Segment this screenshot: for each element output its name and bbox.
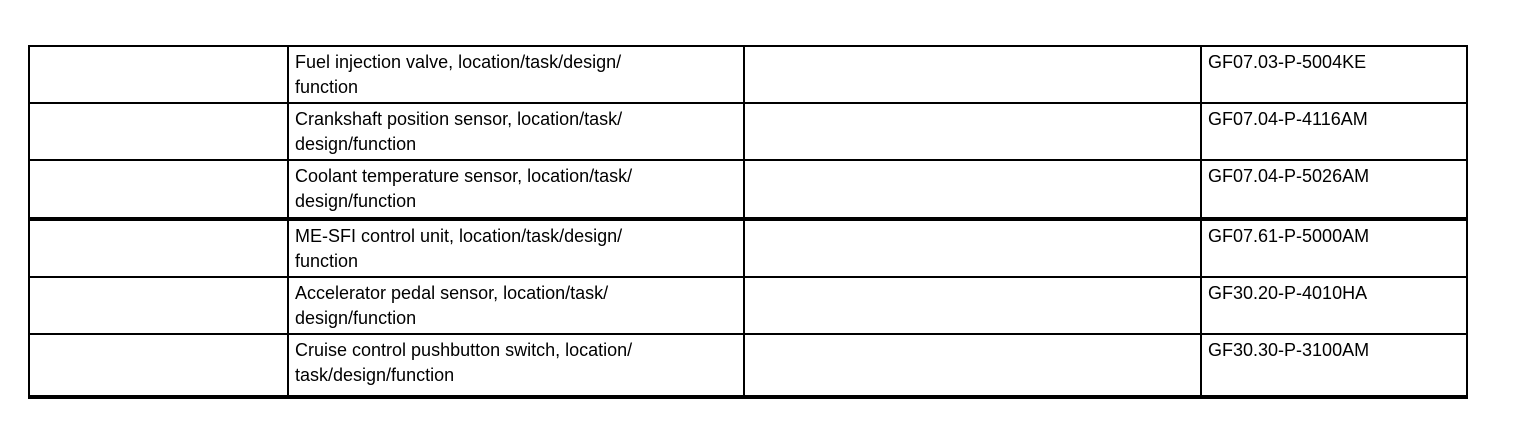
empty-cell-left [28,276,289,335]
description-line-2: design/function [295,308,417,328]
document-code-cell: GF07.04-P-4116AM [1200,102,1468,161]
empty-cell-middle [743,333,1202,399]
empty-cell-left [28,218,289,278]
description-line-1: Fuel injection valve, location/task/desi… [295,52,622,72]
empty-cell-left [28,45,289,104]
document-code-cell: GF07.61-P-5000AM [1200,218,1468,278]
description-line-2: design/function [295,134,417,154]
description-line-2: function [295,77,359,97]
document-code-cell: GF07.03-P-5004KE [1200,45,1468,104]
document-code: GF07.04-P-4116AM [1208,109,1368,129]
empty-cell-middle [743,159,1202,221]
description-cell: Accelerator pedal sensor, location/task/… [287,276,745,335]
empty-cell-left [28,159,289,221]
description-cell: Cruise control pushbutton switch, locati… [287,333,745,399]
document-code-cell: GF30.30-P-3100AM [1200,333,1468,399]
document-code: GF07.61-P-5000AM [1208,226,1370,246]
description-line-1: ME-SFI control unit, location/task/desig… [295,226,623,246]
description-cell: Crankshaft position sensor, location/tas… [287,102,745,161]
description-line-2: task/design/function [295,365,455,385]
document-code: GF07.03-P-5004KE [1208,52,1367,72]
document-code: GF30.20-P-4010HA [1208,283,1368,303]
description-line-1: Accelerator pedal sensor, location/task/ [295,283,609,303]
table-row: Crankshaft position sensor, location/tas… [28,102,1468,161]
description-cell: Coolant temperature sensor, location/tas… [287,159,745,221]
empty-cell-middle [743,45,1202,104]
document-code-cell: GF07.04-P-5026AM [1200,159,1468,221]
description-line-2: function [295,251,359,271]
description-line-1: Cruise control pushbutton switch, locati… [295,340,633,360]
empty-cell-middle [743,102,1202,161]
description-line-1: Crankshaft position sensor, location/tas… [295,109,623,129]
document-code: GF30.30-P-3100AM [1208,340,1370,360]
description-line-2: design/function [295,191,417,211]
empty-cell-left [28,102,289,161]
document-code-cell: GF30.20-P-4010HA [1200,276,1468,335]
description-cell: ME-SFI control unit, location/task/desig… [287,218,745,278]
table-row: ME-SFI control unit, location/task/desig… [28,218,1468,278]
document-code: GF07.04-P-5026AM [1208,166,1370,186]
description-cell: Fuel injection valve, location/task/desi… [287,45,745,104]
table-row: Coolant temperature sensor, location/tas… [28,159,1468,221]
description-line-1: Coolant temperature sensor, location/tas… [295,166,633,186]
empty-cell-middle [743,218,1202,278]
table-row: Accelerator pedal sensor, location/task/… [28,276,1468,335]
table-row: Fuel injection valve, location/task/desi… [28,45,1468,104]
empty-cell-middle [743,276,1202,335]
empty-cell-left [28,333,289,399]
table-row: Cruise control pushbutton switch, locati… [28,333,1468,399]
service-function-table: Fuel injection valve, location/task/desi… [28,45,1468,399]
